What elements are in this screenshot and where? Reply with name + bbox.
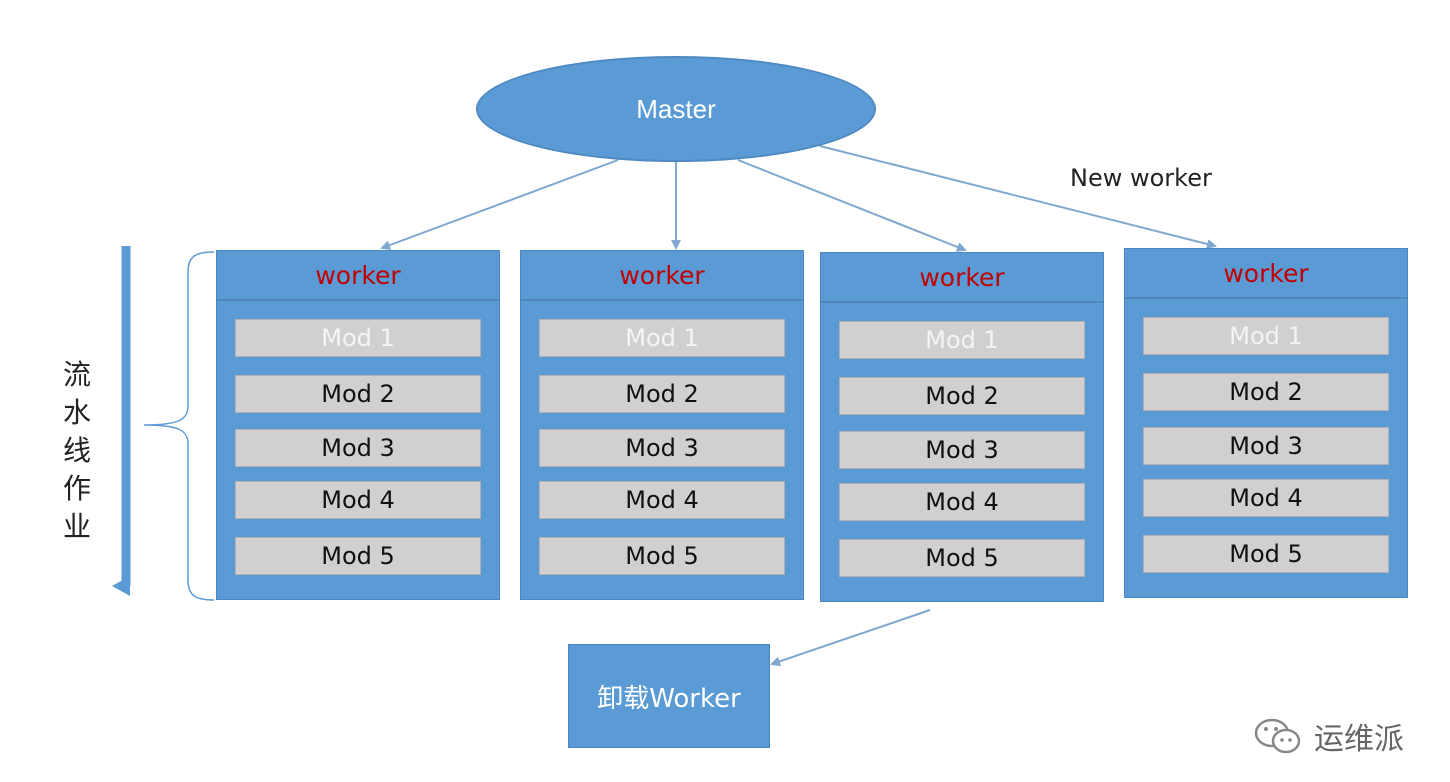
- master-label: Master: [636, 93, 716, 124]
- mod-3: Mod 3: [539, 429, 785, 467]
- unload-worker-label: 卸载Worker: [597, 683, 741, 714]
- mod-4: Mod 4: [539, 481, 785, 519]
- master-node: Master: [476, 56, 876, 162]
- arrow-worker-to-unload: [770, 609, 931, 667]
- mod-4: Mod 4: [235, 481, 481, 519]
- wechat-icon: [1254, 718, 1301, 754]
- worker-title: worker: [217, 251, 499, 301]
- unload-worker-box: 卸载Worker: [568, 644, 770, 748]
- mod-4: Mod 4: [1143, 479, 1389, 517]
- watermark: 运维派: [1252, 714, 1404, 758]
- arrow-master-to-worker-3: [737, 159, 967, 252]
- mod-1: Mod 1: [235, 319, 481, 357]
- watermark-text: 运维派: [1314, 722, 1404, 757]
- mod-4: Mod 4: [839, 483, 1085, 521]
- pipeline-char: 水: [62, 396, 91, 429]
- mod-3: Mod 3: [839, 431, 1085, 469]
- mod-5: Mod 5: [1143, 535, 1389, 573]
- pipeline-char: 流: [62, 358, 91, 391]
- worker-box-1: worker Mod 1 Mod 2 Mod 3 Mod 4 Mod 5: [216, 250, 500, 600]
- pipeline-brace: [143, 251, 215, 601]
- pipeline-char: 业: [62, 510, 91, 543]
- worker-title: worker: [521, 251, 803, 301]
- worker-box-2: worker Mod 1 Mod 2 Mod 3 Mod 4 Mod 5: [520, 250, 804, 600]
- mod-5: Mod 5: [539, 537, 785, 575]
- pipeline-char: 线: [62, 434, 91, 467]
- worker-title: worker: [821, 253, 1103, 303]
- pipeline-label: 流 水 线 作 业: [60, 356, 94, 546]
- mod-1: Mod 1: [839, 321, 1085, 359]
- mod-5: Mod 5: [235, 537, 481, 575]
- mod-5: Mod 5: [839, 539, 1085, 577]
- mod-1: Mod 1: [1143, 317, 1389, 355]
- mod-1: Mod 1: [539, 319, 785, 357]
- pipeline-char: 作: [62, 472, 91, 505]
- mod-3: Mod 3: [235, 429, 481, 467]
- mod-2: Mod 2: [1143, 373, 1389, 411]
- mod-2: Mod 2: [235, 375, 481, 413]
- mod-3: Mod 3: [1143, 427, 1389, 465]
- mod-2: Mod 2: [539, 375, 785, 413]
- worker-box-3: worker Mod 1 Mod 2 Mod 3 Mod 4 Mod 5: [820, 252, 1104, 602]
- worker-box-new: worker Mod 1 Mod 2 Mod 3 Mod 4 Mod 5: [1124, 248, 1408, 598]
- new-worker-label: New worker: [1070, 164, 1212, 192]
- arrow-master-to-new-worker: [819, 145, 1217, 249]
- arrow-master-to-worker-1: [380, 159, 619, 250]
- mod-2: Mod 2: [839, 377, 1085, 415]
- worker-title: worker: [1125, 249, 1407, 299]
